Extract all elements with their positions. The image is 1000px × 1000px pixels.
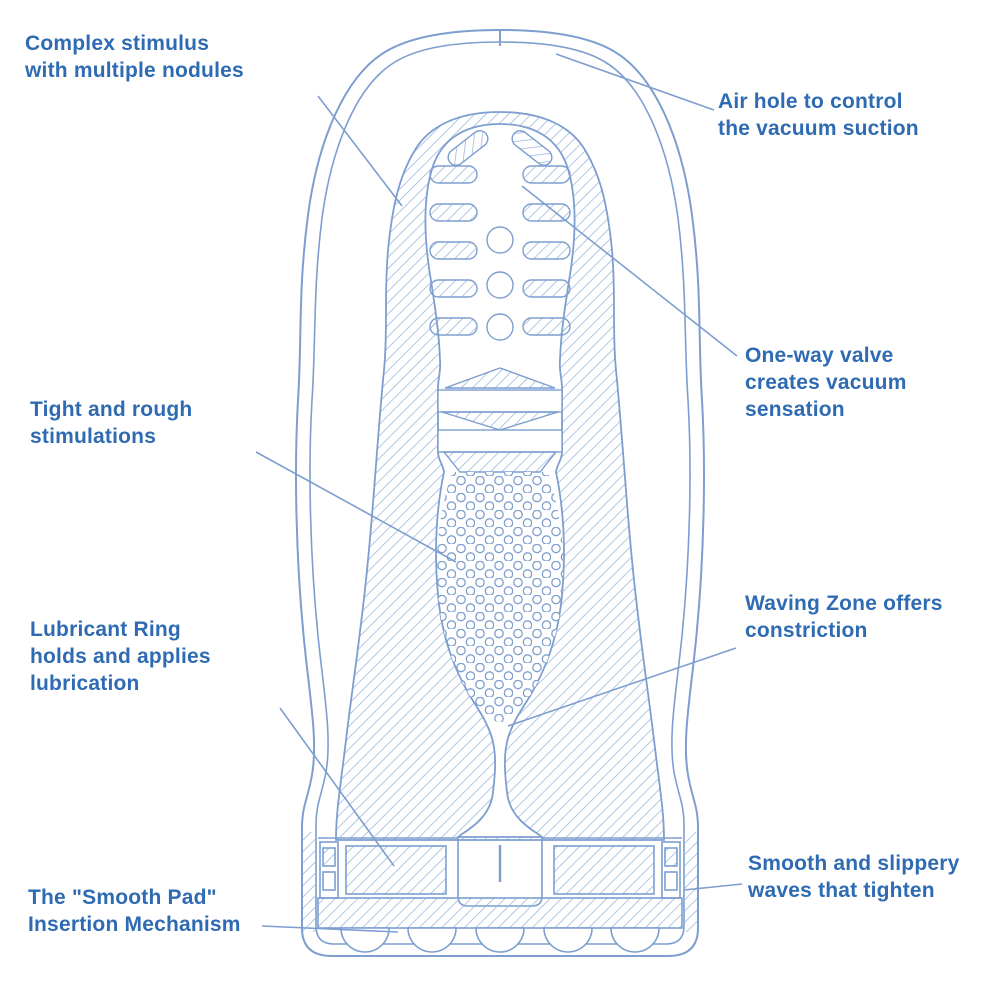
label-complex-stimulus: Complex stimulus with multiple nodules [25,32,244,82]
smooth-pad-band [317,897,683,929]
clamp-left [319,841,339,899]
lubricant-ring-right [553,845,655,895]
leader-air-hole [555,53,715,111]
one-way-valve [437,367,563,473]
fin-texture [429,130,571,341]
leader-tight-rough [255,451,457,563]
base-assembly [303,832,697,953]
label-air-hole: Air hole to control the vacuum suction [718,90,919,140]
clamp-right [661,841,681,899]
leader-one-way-valve [521,185,738,357]
leader-smooth-pad [261,925,399,933]
label-smooth-slippery: Smooth and slippery waves that tighten [748,852,960,902]
leader-lubricant-ring [279,707,395,867]
base-wall-left [303,832,316,932]
label-tight-rough: Tight and rough stimulations [30,398,193,448]
leader-smooth-slippery [683,883,743,891]
lubricant-ring-left [345,845,447,895]
label-lubricant-ring: Lubricant Ring holds and applies lubrica… [30,618,211,695]
leader-waving-zone [507,647,737,727]
leader-lines [255,53,743,933]
label-waving-zone: Waving Zone offers constriction [745,592,943,642]
base-wall-right [684,832,697,932]
nodule-dots [436,472,564,722]
label-one-way-valve: One-way valve creates vacuum sensation [745,344,907,421]
label-smooth-pad: The "Smooth Pad" Insertion Mechanism [28,886,241,936]
leader-complex-stimulus [317,95,403,207]
smooth-pad-bumps [340,927,660,953]
